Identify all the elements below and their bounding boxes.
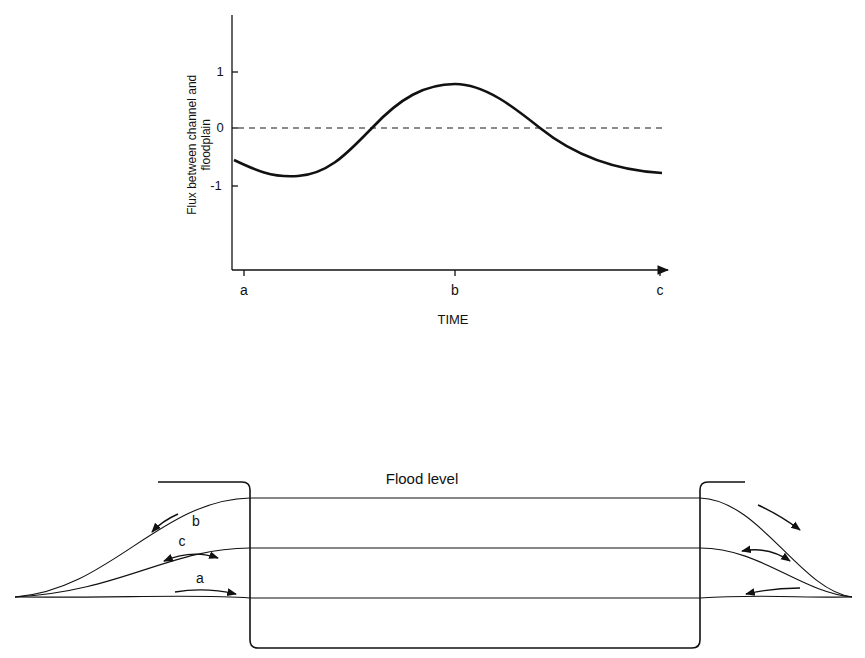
tick-label: -1 (210, 179, 222, 194)
axis-title: Flux between channel and floodplain (186, 70, 214, 220)
flood-levels (250, 498, 700, 598)
axis-title: TIME (437, 313, 468, 328)
flux-curve (234, 84, 662, 176)
tick-label: 1 (216, 65, 223, 80)
tick-label: c (657, 282, 664, 298)
floodplain-water-surfaces (15, 498, 852, 598)
zero-line (238, 127, 662, 128)
stage-letter: a (196, 570, 204, 586)
stage-letter: c (179, 533, 186, 549)
tick-label: a (240, 282, 248, 298)
stage-letter: b (192, 513, 200, 529)
channel-banks (158, 482, 745, 648)
tick-label: b (451, 282, 459, 298)
chart-axes (232, 15, 668, 276)
flood-level-label: Flood level (386, 470, 459, 487)
tick-label: 0 (216, 121, 223, 136)
flow-arrows (152, 505, 800, 594)
